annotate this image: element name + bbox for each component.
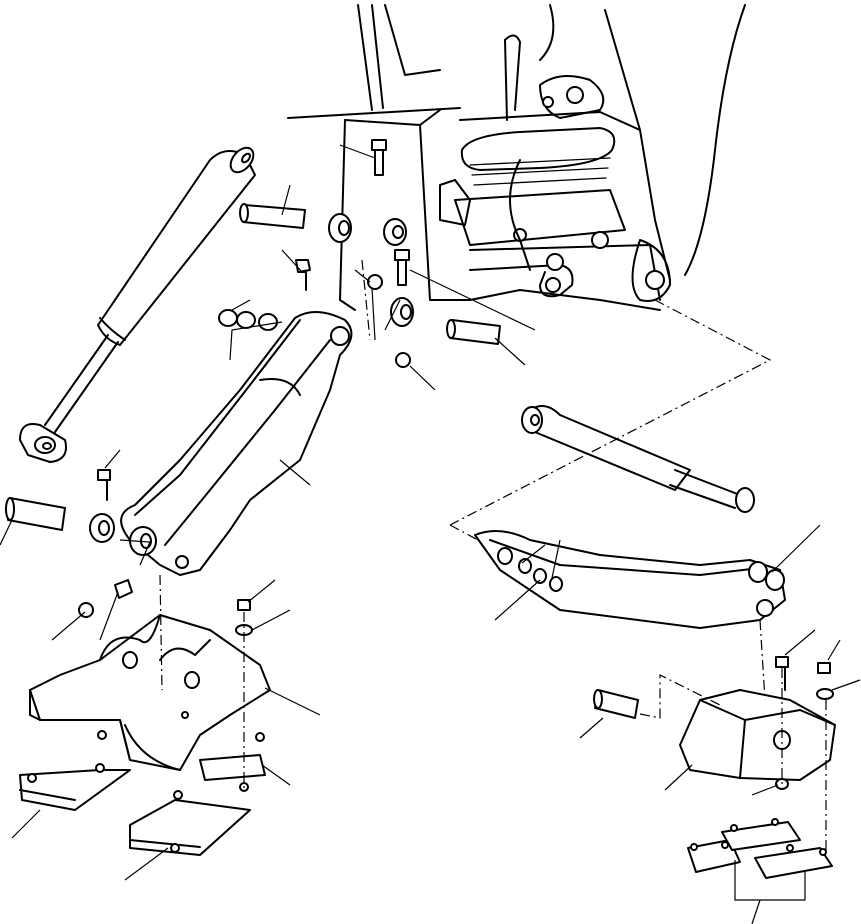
- swing-frame-arm-right: [474, 530, 786, 629]
- swing-bracket: [439, 34, 671, 302]
- support-bracket-left: [29, 614, 271, 771]
- swing-cylinder-left: [19, 146, 256, 463]
- wear-pads-right: [687, 818, 833, 879]
- machine-frame: [287, 4, 746, 311]
- pivot-bosses: [328, 213, 414, 368]
- swing-cylinder-right: [521, 405, 755, 513]
- support-bracket-right: [593, 656, 836, 790]
- wear-pads-left: [19, 730, 266, 856]
- swing-frame-arm: [5, 311, 353, 636]
- bushings-left: [218, 309, 278, 331]
- bracket-bolts: [295, 139, 410, 291]
- assembly-centerlines: [159, 259, 827, 852]
- leader-lines: [0, 144, 861, 924]
- pivot-pins: [239, 203, 501, 345]
